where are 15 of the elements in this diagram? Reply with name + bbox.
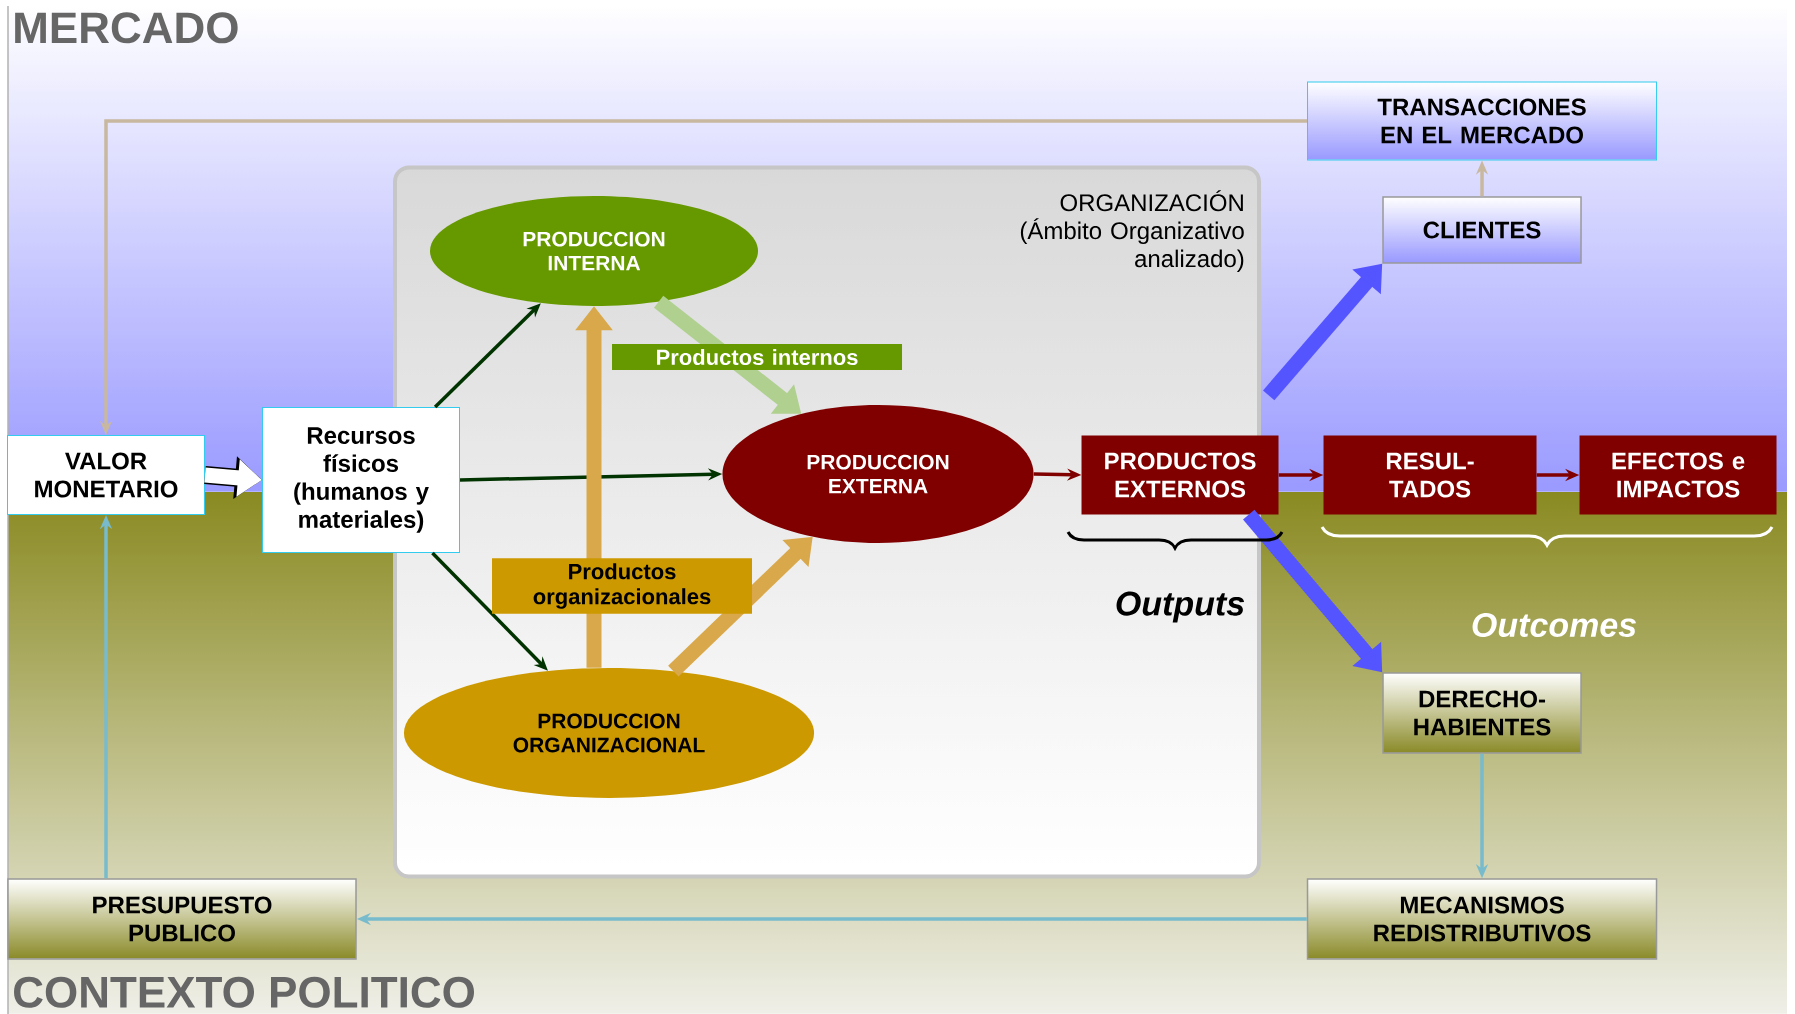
process-box: Recursos físicos (humanos y materiales) bbox=[262, 407, 460, 553]
edge-label: Productos organizacionales bbox=[492, 558, 752, 614]
process-box: VALOR MONETARIO bbox=[7, 435, 205, 515]
process-box: EFECTOS e IMPACTOS bbox=[1579, 435, 1777, 515]
process-box: RESUL- TADOS bbox=[1323, 435, 1537, 515]
process-box: PRODUCTOS EXTERNOS bbox=[1081, 435, 1279, 515]
region-label: Outcomes bbox=[1472, 612, 1636, 638]
process-box: CLIENTES bbox=[1382, 196, 1582, 264]
process-box: DERECHO- HABIENTES bbox=[1382, 672, 1582, 754]
process-box: PRESUPUESTO PUBLICO bbox=[7, 878, 357, 960]
process-box: MECANISMOS REDISTRIBUTIVOS bbox=[1306, 878, 1658, 960]
region-label: Outputs bbox=[1116, 591, 1245, 623]
edge-label: Productos internos bbox=[612, 343, 902, 371]
process-box: TRANSACCIONES EN EL MERCADO bbox=[1307, 81, 1657, 161]
region-label: MERCADO bbox=[15, 12, 238, 44]
